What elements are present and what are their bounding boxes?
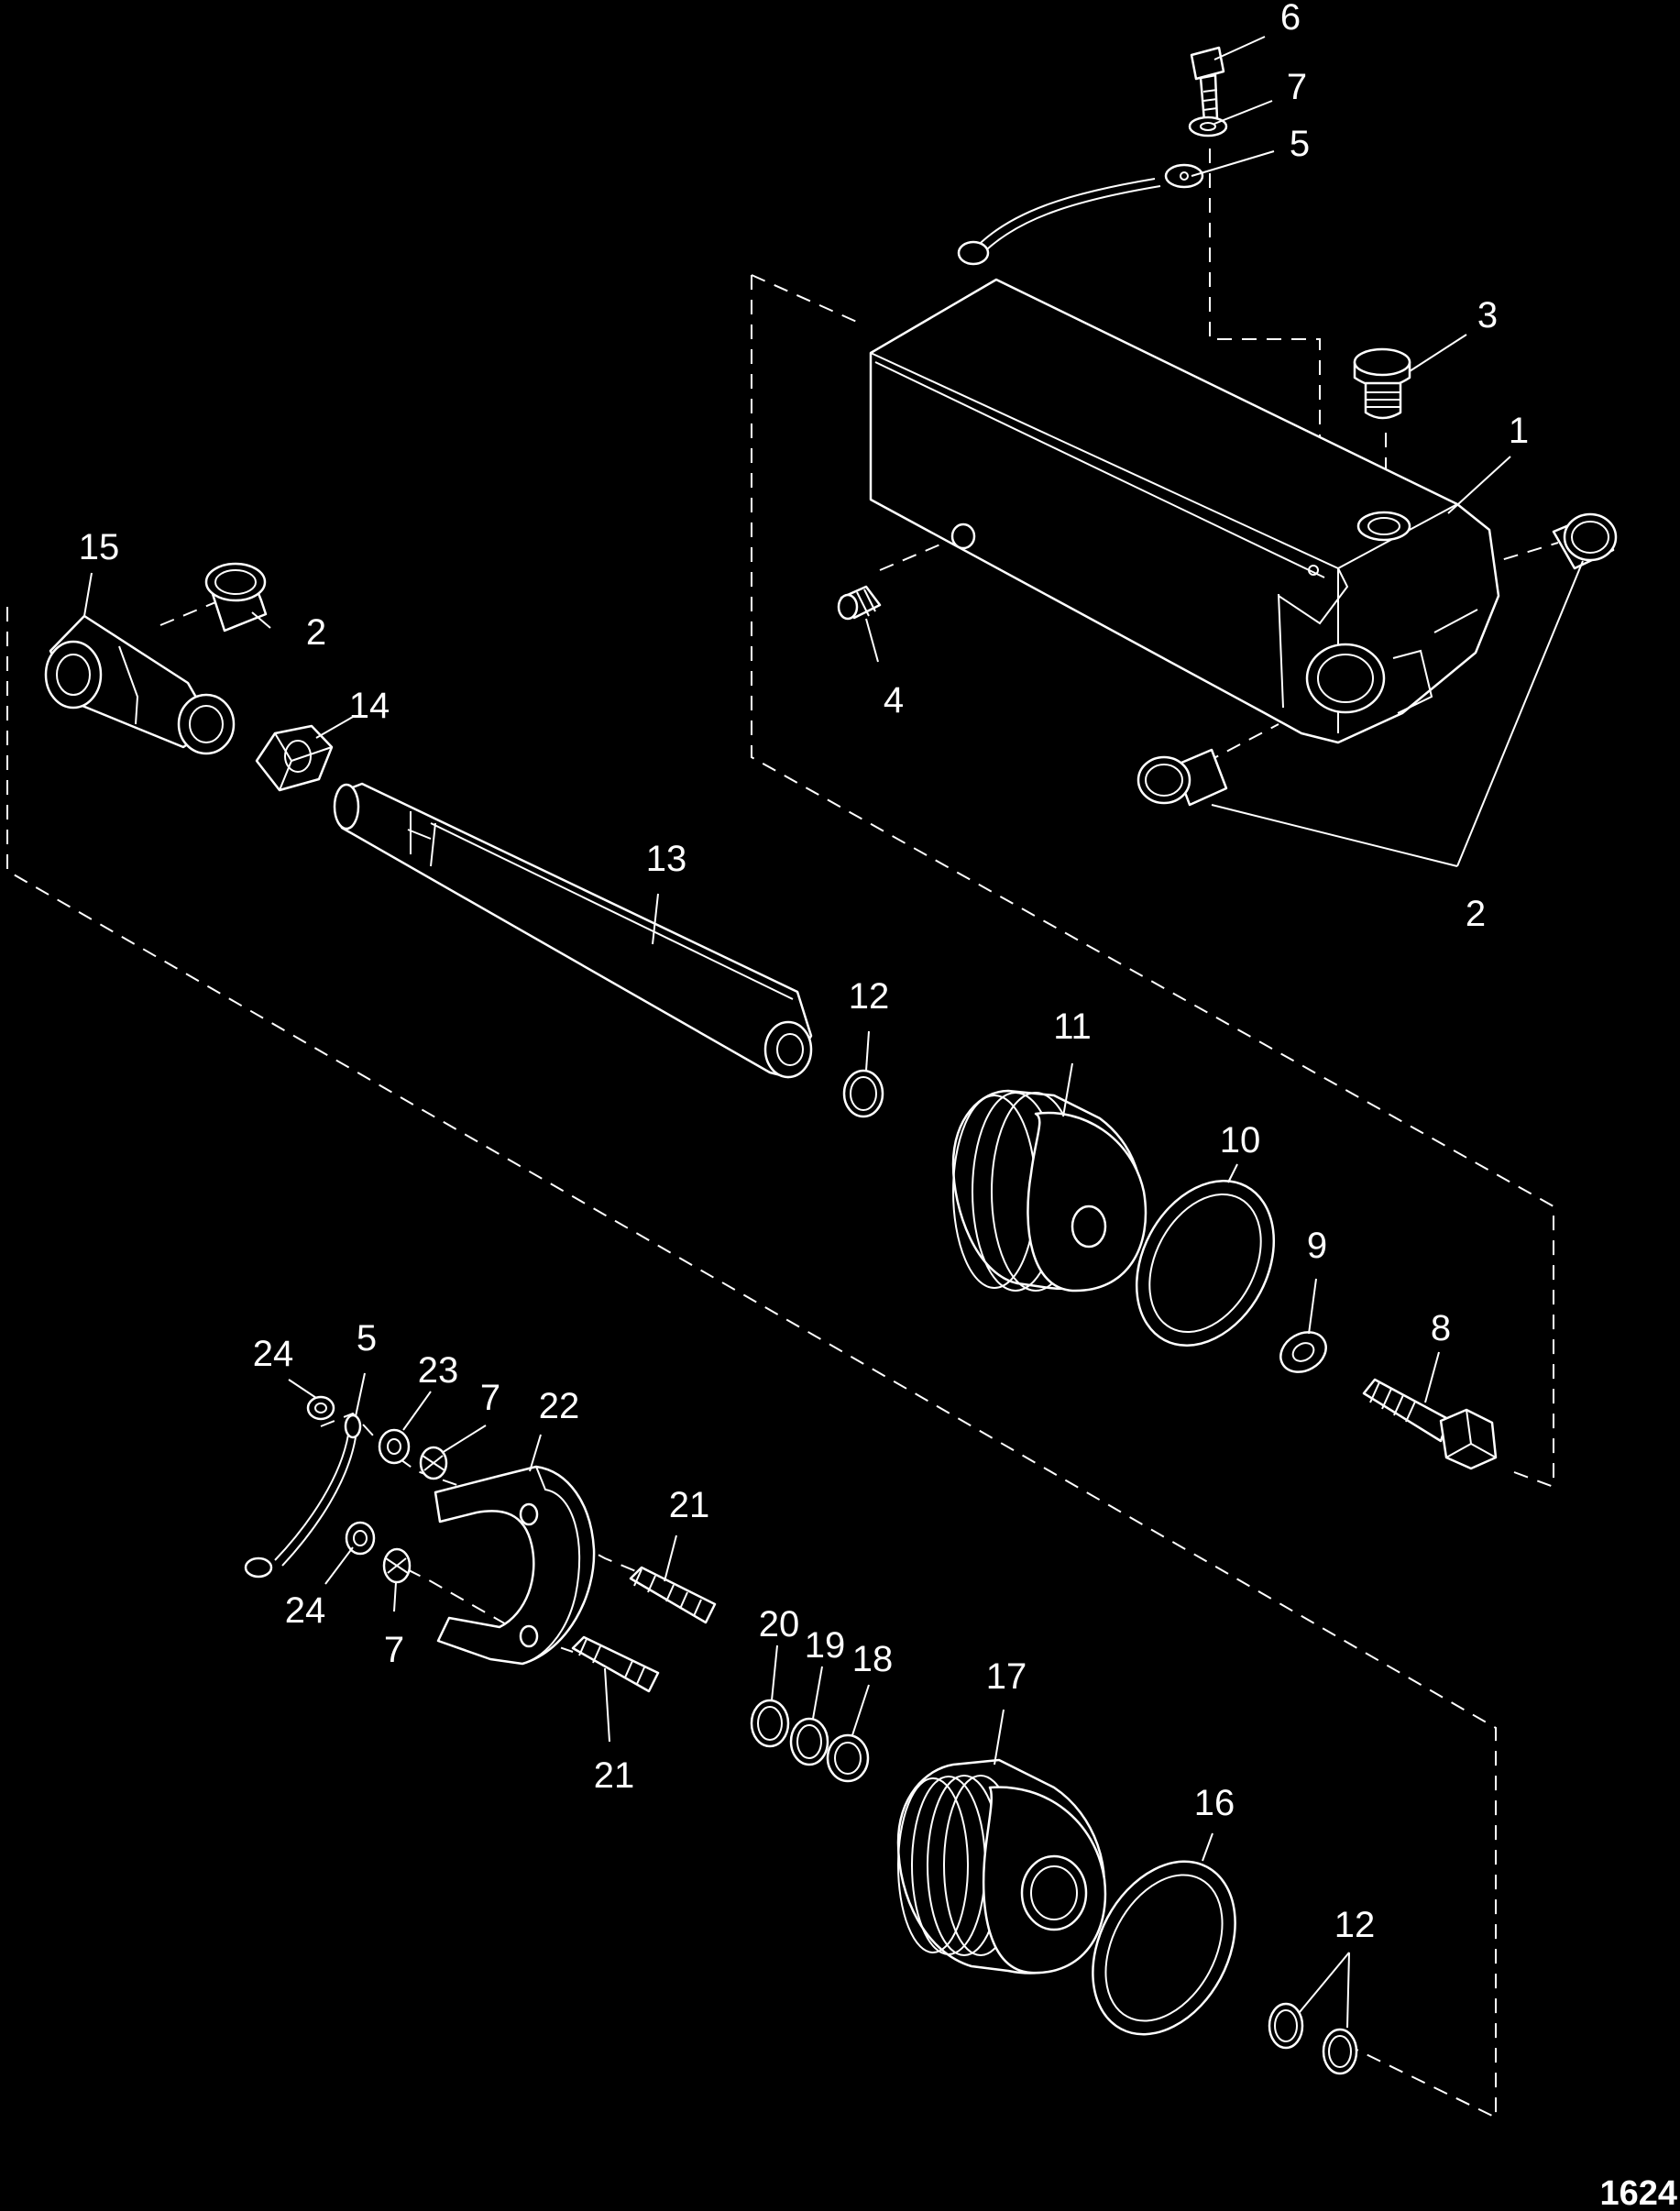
callout-leader-lines — [83, 36, 1584, 2029]
callout-20: 20 — [759, 1604, 800, 1644]
part-16-seal-ring — [1092, 1860, 1236, 2036]
part-18-o-ring — [826, 1733, 870, 1783]
part-14-jam-nut — [255, 724, 334, 792]
part-19-backup-ring — [789, 1717, 829, 1766]
part-21-stud-lower — [571, 1635, 660, 1693]
callout-3: 3 — [1477, 295, 1498, 336]
part-7-lock-washer-mid — [419, 1446, 448, 1480]
callout-5-top: 5 — [1290, 124, 1310, 164]
part-1-cylinder-housing — [869, 278, 1500, 744]
part-12-o-ring-upper — [842, 1069, 884, 1118]
part-2-bushing-lower — [1136, 748, 1228, 807]
callout-7-mid: 7 — [480, 1378, 500, 1418]
part-5-ground-strap-top — [957, 163, 1204, 266]
callout-15: 15 — [79, 527, 120, 567]
part-22-anchor-bracket — [434, 1465, 596, 1666]
figure-id: 1624 — [1599, 2174, 1677, 2211]
callout-12-lower: 12 — [1334, 1905, 1376, 1945]
part-15-rod-end — [44, 614, 236, 755]
callout-22: 22 — [539, 1386, 580, 1426]
part-9-washer — [1279, 1331, 1327, 1373]
part-11-piston — [951, 1089, 1147, 1292]
part-8-bolt — [1362, 1378, 1498, 1470]
callout-7-top: 7 — [1287, 67, 1307, 107]
part-10-seal-ring — [1135, 1180, 1276, 1347]
callout-7-lower: 7 — [384, 1630, 404, 1670]
part-12-o-ring-lower-a — [1268, 2002, 1304, 2050]
part-21-stud-upper — [629, 1566, 717, 1624]
callout-2-rod-end: 2 — [306, 612, 326, 653]
callout-2-housing: 2 — [1466, 894, 1486, 934]
part-2-bushing-rod-end — [204, 562, 268, 632]
callout-17: 17 — [986, 1656, 1027, 1697]
callout-14: 14 — [349, 686, 390, 726]
callout-19: 19 — [805, 1625, 846, 1666]
part-6-bolt — [1190, 46, 1225, 123]
part-17-end-cap — [896, 1758, 1107, 1974]
part-24-nut-lower — [345, 1521, 376, 1556]
callout-1: 1 — [1509, 411, 1529, 451]
callout-11: 11 — [1053, 1006, 1092, 1047]
part-13-piston-rod — [333, 782, 813, 1079]
part-5-ground-strap-lower — [244, 1414, 362, 1578]
callout-13: 13 — [646, 839, 687, 879]
part-12-o-ring-lower-b — [1322, 2028, 1358, 2075]
callout-18: 18 — [852, 1639, 894, 1679]
part-2-bushing-upper — [1552, 512, 1618, 570]
part-23-nut — [378, 1428, 411, 1465]
callout-8: 8 — [1431, 1308, 1451, 1348]
callout-4: 4 — [884, 680, 904, 720]
callout-labels: 6 7 5 3 1 4 2 15 2 14 13 12 11 10 9 8 24… — [79, 0, 1529, 1945]
callout-23: 23 — [418, 1350, 459, 1391]
callout-5-lower: 5 — [357, 1318, 377, 1358]
assembly-dashed-lines — [6, 148, 1559, 2119]
part-20-snap-ring — [750, 1699, 790, 1748]
callout-24-upper: 24 — [253, 1334, 294, 1374]
callout-21-upper: 21 — [669, 1485, 710, 1525]
part-4-small-plug — [837, 585, 882, 621]
part-7-lock-washer-lower — [382, 1547, 412, 1584]
callout-9: 9 — [1307, 1226, 1327, 1266]
part-7-lock-washer-top — [1188, 116, 1228, 138]
part-3-plug — [1353, 347, 1411, 420]
callout-21-lower: 21 — [594, 1755, 635, 1796]
callout-16: 16 — [1194, 1783, 1235, 1823]
callout-12-upper: 12 — [849, 976, 890, 1017]
callout-10: 10 — [1220, 1120, 1261, 1160]
part-24-nut-upper — [306, 1395, 335, 1421]
callout-24-lower: 24 — [285, 1590, 326, 1631]
callout-6: 6 — [1280, 0, 1301, 38]
